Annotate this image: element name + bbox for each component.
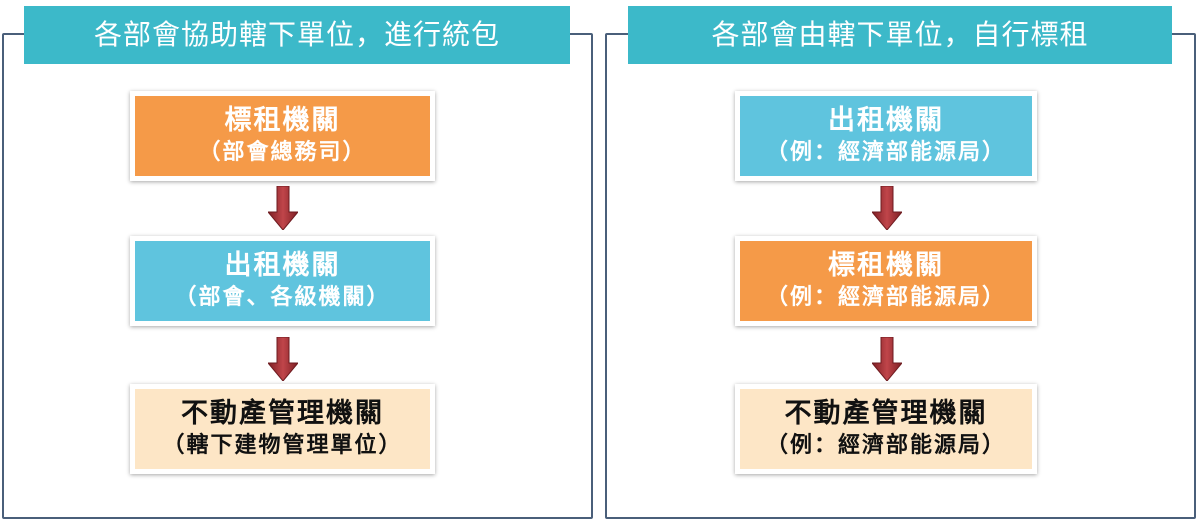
- right-panel-title: 各部會由轄下單位，自行標租: [628, 6, 1172, 64]
- box-title: 出租機關: [224, 250, 341, 281]
- box-title: 出租機關: [828, 105, 944, 136]
- left-panel: 各部會協助轄下單位，進行統包 標租機關 （部會總務司） 出租機關 （部會、各級機…: [2, 6, 593, 519]
- left-panel-title: 各部會協助轄下單位，進行統包: [24, 6, 570, 64]
- right-leasing-agency-box: 出租機關 （例：經濟部能源局）: [735, 91, 1037, 181]
- down-arrow-icon: [872, 186, 902, 230]
- right-bidding-agency-box: 標租機關 （例：經濟部能源局）: [735, 236, 1037, 326]
- left-bidding-agency-box: 標租機關 （部會總務司）: [130, 91, 435, 181]
- down-arrow-icon: [268, 337, 298, 381]
- box-subtitle: （部會、各級機關）: [174, 285, 391, 310]
- right-panel: 各部會由轄下單位，自行標租 出租機關 （例：經濟部能源局） 標租機關 （例：經濟…: [605, 6, 1196, 519]
- box-subtitle: （部會總務司）: [198, 140, 367, 165]
- left-leasing-agency-box: 出租機關 （部會、各級機關）: [130, 236, 435, 326]
- left-property-management-box: 不動產管理機關 （轄下建物管理單位）: [130, 384, 435, 474]
- box-title: 不動產管理機關: [784, 398, 988, 429]
- box-subtitle: （例：經濟部能源局）: [765, 285, 1006, 310]
- box-subtitle: （例：經濟部能源局）: [765, 140, 1006, 165]
- down-arrow-icon: [872, 337, 902, 381]
- right-property-management-box: 不動產管理機關 （例：經濟部能源局）: [735, 384, 1037, 474]
- box-title: 不動產管理機關: [181, 398, 384, 429]
- box-title: 標租機關: [828, 250, 944, 281]
- box-subtitle: （例：經濟部能源局）: [765, 433, 1006, 458]
- box-subtitle: （轄下建物管理單位）: [162, 433, 403, 458]
- box-title: 標租機關: [224, 105, 341, 136]
- down-arrow-icon: [268, 186, 298, 230]
